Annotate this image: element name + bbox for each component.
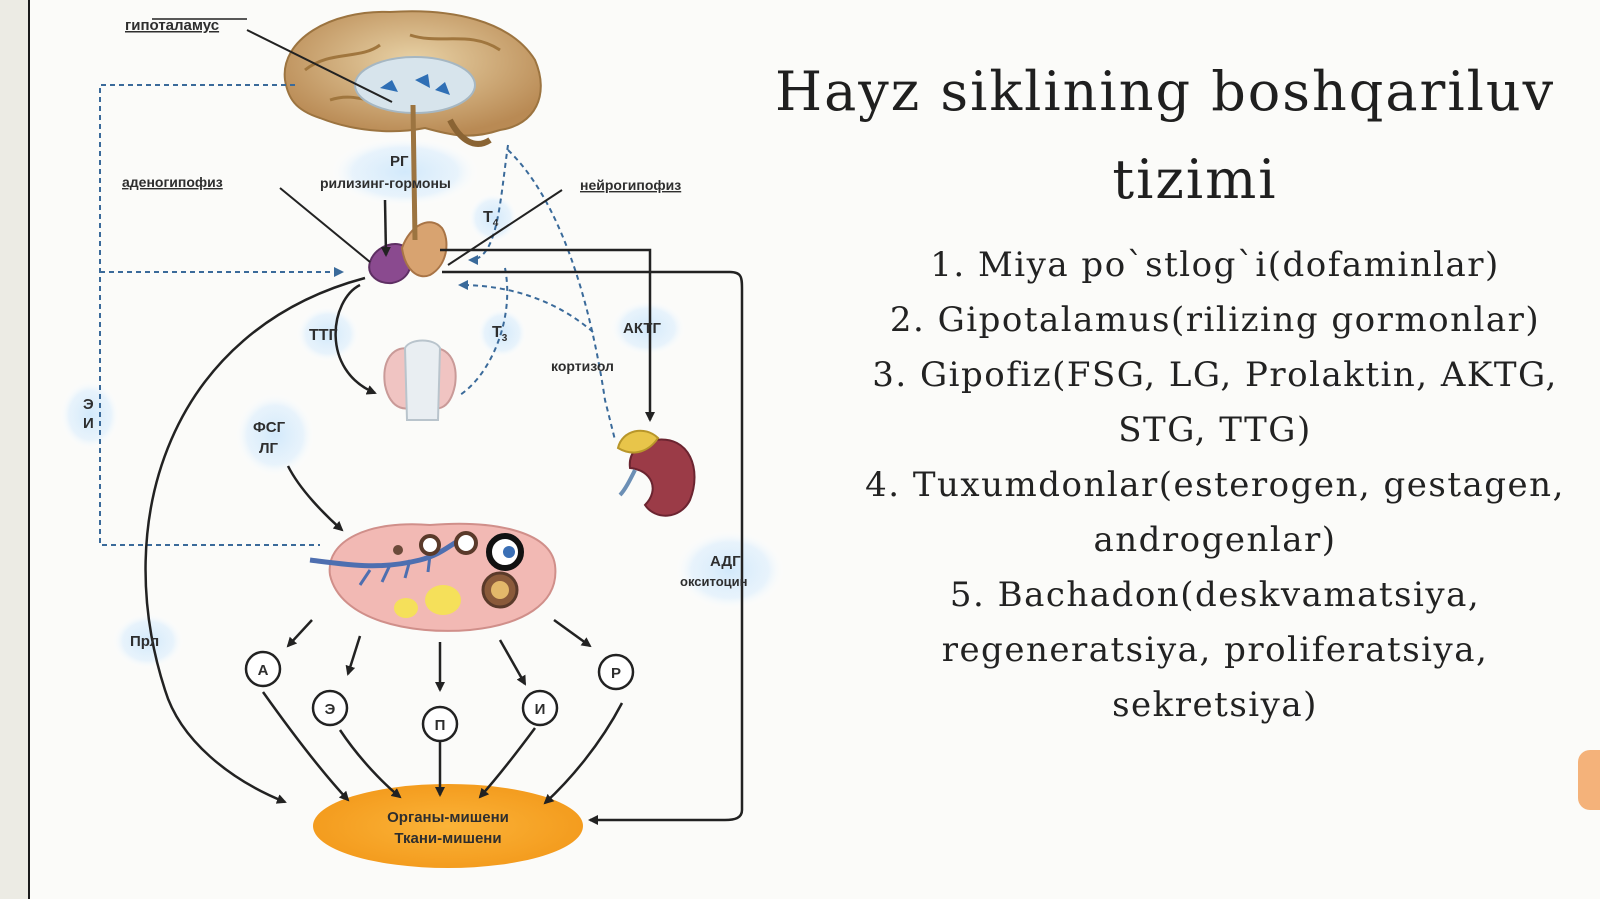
step-line: 2. Gipotalamus(rilizing gormonlar): [889, 300, 1541, 340]
label-lg: ЛГ: [259, 440, 279, 457]
pituitary-illustration: [368, 104, 448, 285]
ovary-illustration: [309, 522, 557, 632]
thyroid-illustration: [383, 339, 457, 421]
step-line: 1. Miya po`stlog`i(dofaminlar): [930, 245, 1500, 285]
label-t3: Т3: [492, 324, 508, 344]
label-circle-p: П: [435, 717, 446, 734]
hormone-circles: [244, 650, 635, 743]
label-prl: Прл: [130, 633, 159, 650]
feedback-dashed-lines: [99, 84, 616, 546]
step-line: regeneratsiya, proliferatsiya,: [941, 630, 1489, 670]
step-line: 3. Gipofiz(FSG, LG, Prolaktin, AKTG,: [872, 355, 1558, 395]
label-i-letter: И: [83, 415, 94, 432]
label-circle-r: Р: [611, 665, 621, 682]
label-ttg: ТТГ: [309, 327, 338, 344]
label-t4: Т4: [483, 209, 499, 229]
slide-title: Hayz siklining boshqariluv tizimi: [775, 48, 1600, 224]
label-neurohypophysis: нейрогипофиз: [580, 177, 681, 193]
glow-ttg: [296, 306, 360, 362]
title-line-1: Hayz siklining boshqariluv: [775, 60, 1556, 123]
overlay-widget-edge[interactable]: [1578, 750, 1600, 810]
label-cortisol: кортизол: [551, 358, 614, 374]
glow-adg: [675, 530, 785, 610]
label-circle-a: А: [258, 662, 269, 679]
kidney-illustration: [616, 429, 696, 517]
left-window-edge: [0, 0, 30, 899]
brain-illustration: [283, 10, 542, 147]
step-line: 5. Bachadon(deskvamatsiya,: [949, 575, 1481, 615]
label-fsg: ФСГ: [253, 419, 286, 436]
circle-a: [244, 650, 282, 688]
glow-prl: [112, 613, 184, 669]
glow-rg: [330, 137, 480, 207]
slide: гипоталамус РГ рилизинг-гормоны аденогип…: [30, 0, 1600, 899]
circle-p: [421, 705, 459, 743]
circle-i: [521, 689, 559, 727]
label-target-tissues: Ткани-мишени: [394, 830, 501, 847]
step-line: androgenlar): [1093, 520, 1337, 560]
label-adg: АДГ: [710, 553, 741, 570]
label-oxytocin: окситоцин: [680, 574, 747, 589]
hormone-regulation-diagram: гипоталамус РГ рилизинг-гормоны аденогип…: [60, 10, 785, 868]
label-aktg: АКТГ: [623, 320, 662, 337]
label-circle-e: Э: [325, 701, 336, 718]
label-e-letter: Э: [83, 396, 94, 413]
pathway-lines: [144, 18, 744, 825]
target-organs-ellipse: [313, 784, 583, 868]
title-line-2: tizimi: [1112, 148, 1278, 211]
step-line: sekretsiya): [1112, 685, 1318, 725]
label-adenohypophysis: аденогипофиз: [122, 174, 223, 190]
step-line: STG, TTG): [1118, 410, 1312, 450]
glow-t4: [468, 193, 518, 243]
step-line: 4. Tuxumdonlar(esterogen, gestagen,: [865, 465, 1565, 505]
glow-aktg: [610, 300, 686, 356]
label-target-organs: Органы-мишени: [387, 809, 509, 826]
label-circle-i: И: [535, 701, 546, 718]
glow-fsg-lg: [235, 393, 315, 477]
circle-e: [311, 689, 349, 727]
regulation-steps-list: 1. Miya po`stlog`i(dofaminlar) 2. Gipota…: [810, 238, 1600, 733]
label-rg: РГ: [390, 153, 409, 170]
label-releasing-hormones: рилизинг-гормоны: [320, 175, 451, 191]
label-hypothalamus: гипоталамус: [125, 17, 219, 34]
circle-r: [597, 653, 635, 691]
glow-e-i: [60, 380, 120, 450]
